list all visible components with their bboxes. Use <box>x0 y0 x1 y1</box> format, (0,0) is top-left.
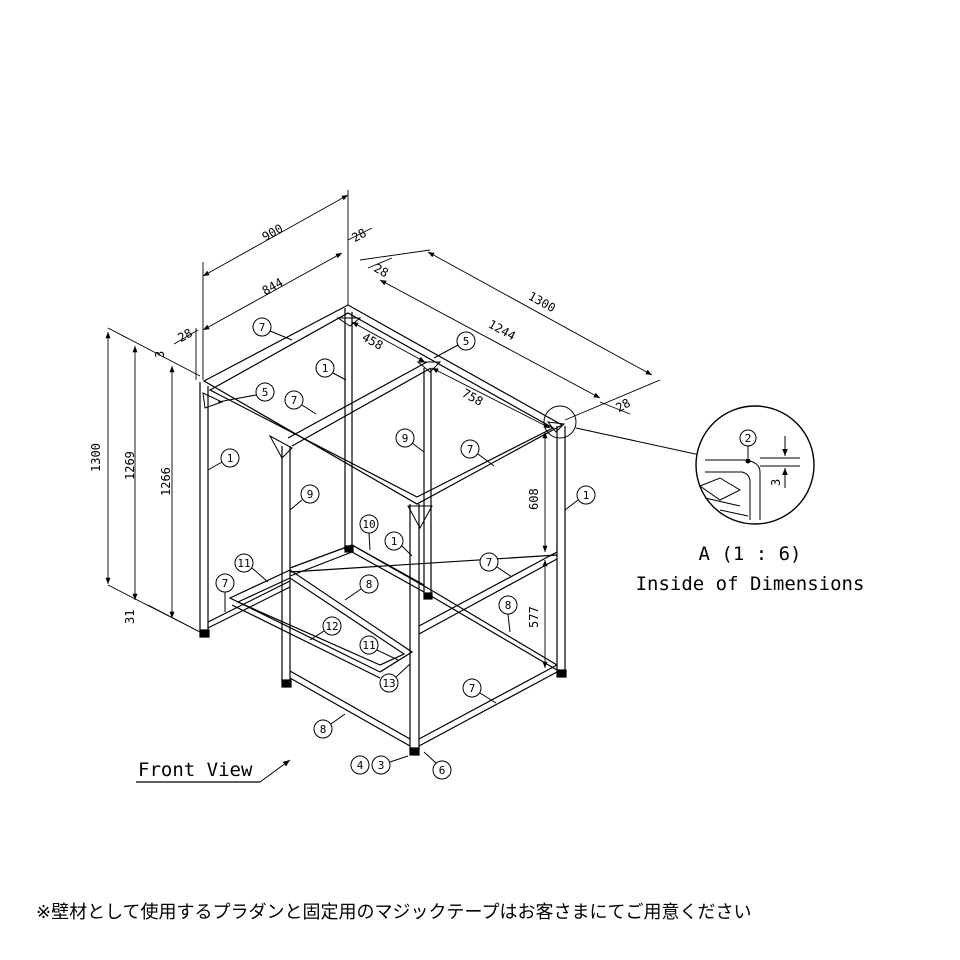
svg-text:7: 7 <box>222 577 229 590</box>
balloon-3: 3 <box>371 755 409 775</box>
dim-577: 577 <box>527 606 541 628</box>
balloon-7: 7 <box>462 678 497 704</box>
dim-1269: 1269 <box>123 451 137 480</box>
dimension-lines <box>105 190 661 668</box>
dim-844: 844 <box>260 275 286 298</box>
dim-28-left: 28 <box>175 326 194 345</box>
balloon-12: 12 <box>309 616 342 641</box>
balloon-6: 6 <box>423 751 452 780</box>
balloon-8: 8 <box>344 574 379 601</box>
feet <box>199 545 567 756</box>
dim-28-depth: 28 <box>371 261 390 280</box>
part-balloons: 7 5 7 1 5 1 9 7 1 9 10 1 7 11 7 8 8 12 1… <box>207 317 596 780</box>
svg-text:4: 4 <box>357 759 364 772</box>
balloon-10: 10 <box>359 514 379 551</box>
dim-1300-depth: 1300 <box>526 289 558 315</box>
svg-text:11: 11 <box>237 557 250 570</box>
svg-text:1: 1 <box>583 489 590 502</box>
balloon-5: 5 <box>433 331 476 359</box>
svg-text:10: 10 <box>362 518 375 531</box>
front-view-label: Front View <box>136 759 291 783</box>
balloon-7: 7 <box>284 390 317 415</box>
dim-31: 31 <box>123 610 137 624</box>
svg-text:11: 11 <box>362 639 375 652</box>
balloon-4: 4 <box>350 755 370 775</box>
detail-title: A (1 : 6) <box>699 543 802 565</box>
balloon-7: 7 <box>479 552 513 578</box>
dim-458: 458 <box>360 330 386 353</box>
detail-a: 2 3 A (1 : 6) Inside of Dimensions <box>543 405 865 595</box>
detail-dim-3: 3 <box>769 479 783 486</box>
dim-28-top: 28 <box>349 226 368 245</box>
balloon-13: 13 <box>379 663 411 693</box>
svg-text:13: 13 <box>382 677 395 690</box>
balloon-1: 1 <box>315 358 347 381</box>
dim-1266: 1266 <box>159 467 173 496</box>
svg-text:9: 9 <box>402 432 409 445</box>
svg-text:6: 6 <box>439 764 446 777</box>
svg-text:8: 8 <box>320 723 327 736</box>
shelf-rails <box>228 569 414 679</box>
dim-900: 900 <box>260 221 286 244</box>
frame-structure <box>199 304 567 756</box>
balloon-9: 9 <box>395 428 425 453</box>
svg-text:Front View: Front View <box>138 759 253 781</box>
svg-text:7: 7 <box>291 394 298 407</box>
balloon-8: 8 <box>498 595 518 633</box>
dim-758: 758 <box>460 386 486 409</box>
svg-text:1: 1 <box>391 535 398 548</box>
balloon-11: 11 <box>359 635 399 661</box>
svg-text:7: 7 <box>486 556 493 569</box>
balloon-1: 1 <box>384 531 413 557</box>
svg-text:12: 12 <box>325 620 338 633</box>
svg-text:7: 7 <box>259 321 266 334</box>
balloon-7: 7 <box>460 439 495 467</box>
balloon-1: 1 <box>564 485 596 511</box>
svg-text:7: 7 <box>467 443 474 456</box>
balloon-1: 1 <box>207 448 240 471</box>
svg-text:7: 7 <box>469 682 476 695</box>
dim-28-right: 28 <box>613 396 632 415</box>
balloon-9: 9 <box>289 484 320 511</box>
balloon-7: 7 <box>215 573 235 612</box>
balloon-5: 5 <box>217 382 275 403</box>
dim-608: 608 <box>527 488 541 510</box>
svg-text:5: 5 <box>463 335 470 348</box>
supply-note: ※壁材として使用するプラダンと固定用のマジックテープはお客さまにてご用意ください <box>36 902 752 923</box>
dim-1300-height: 1300 <box>89 443 103 472</box>
svg-text:8: 8 <box>505 599 512 612</box>
bottom-frame <box>207 544 558 747</box>
svg-text:1: 1 <box>227 452 234 465</box>
balloon-8: 8 <box>313 713 346 739</box>
vertical-posts <box>199 308 566 750</box>
dim-3: 3 <box>153 351 167 358</box>
svg-text:5: 5 <box>262 386 269 399</box>
svg-text:1: 1 <box>322 362 329 375</box>
detail-balloon-2: 2 <box>745 432 752 445</box>
balloon-7: 7 <box>252 317 293 341</box>
svg-text:3: 3 <box>378 759 385 772</box>
balloon-11: 11 <box>234 553 269 583</box>
svg-text:9: 9 <box>307 488 314 501</box>
svg-text:8: 8 <box>366 578 373 591</box>
detail-subtitle: Inside of Dimensions <box>636 573 865 595</box>
